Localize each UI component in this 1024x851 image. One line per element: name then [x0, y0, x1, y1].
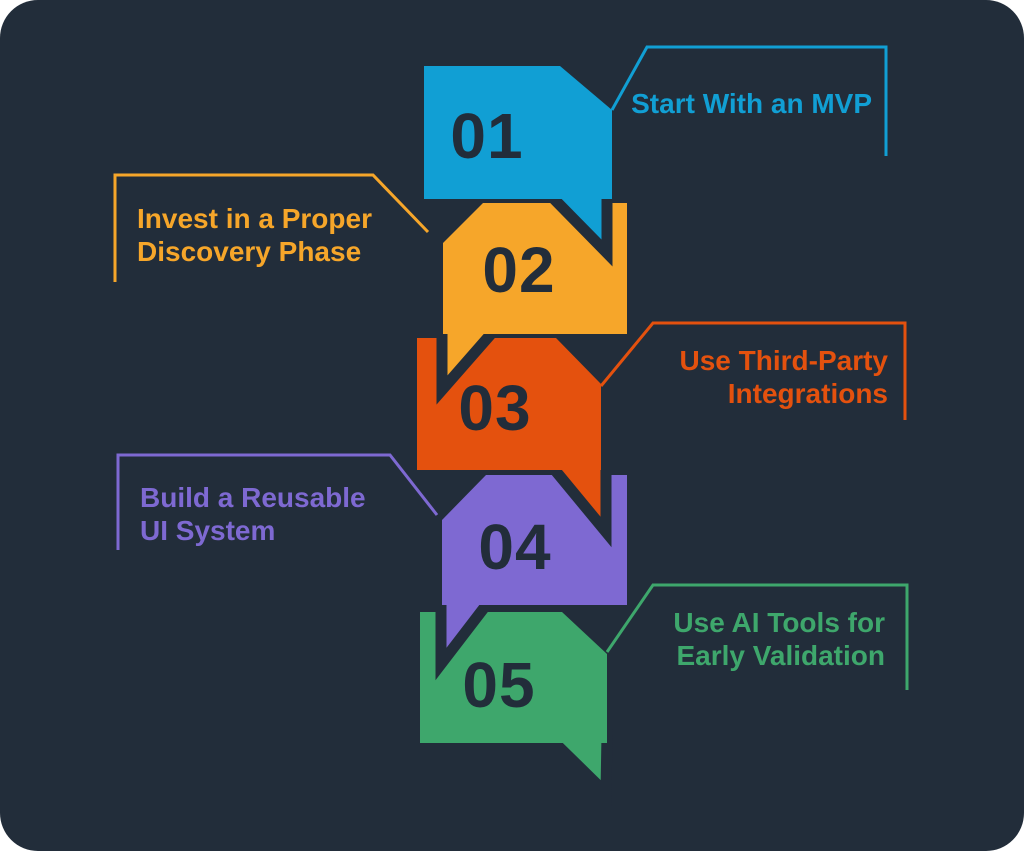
step-01-card — [424, 66, 612, 199]
step-05-label-line1: Use AI Tools for — [673, 607, 885, 638]
step-03-label-line1: Use Third-Party — [680, 345, 889, 376]
step-02-number: 02 — [482, 234, 555, 306]
step-01-connector — [610, 45, 888, 156]
step-02-label-line2: Discovery Phase — [137, 236, 361, 267]
step-03-number: 03 — [458, 372, 531, 444]
step-02-card — [443, 203, 627, 334]
step-01-number: 01 — [450, 100, 523, 172]
step-04-connector — [116, 453, 439, 550]
step-04-number: 04 — [478, 511, 551, 583]
step-01-label: Start With an MVP — [631, 88, 872, 119]
step-02-connector — [113, 173, 430, 282]
step-05-label-line2: Early Validation — [676, 640, 885, 671]
step-02-label-line1: Invest in a Proper — [137, 203, 372, 234]
step-04-label-line2: UI System — [140, 515, 275, 546]
step-03-connector — [599, 321, 907, 420]
step-05-connector — [605, 583, 909, 690]
step-04-label-line1: Build a Reusable — [140, 482, 366, 513]
step-03-label-line2: Integrations — [728, 378, 888, 409]
step-05-number: 05 — [462, 649, 535, 721]
step-05-card — [420, 612, 607, 743]
